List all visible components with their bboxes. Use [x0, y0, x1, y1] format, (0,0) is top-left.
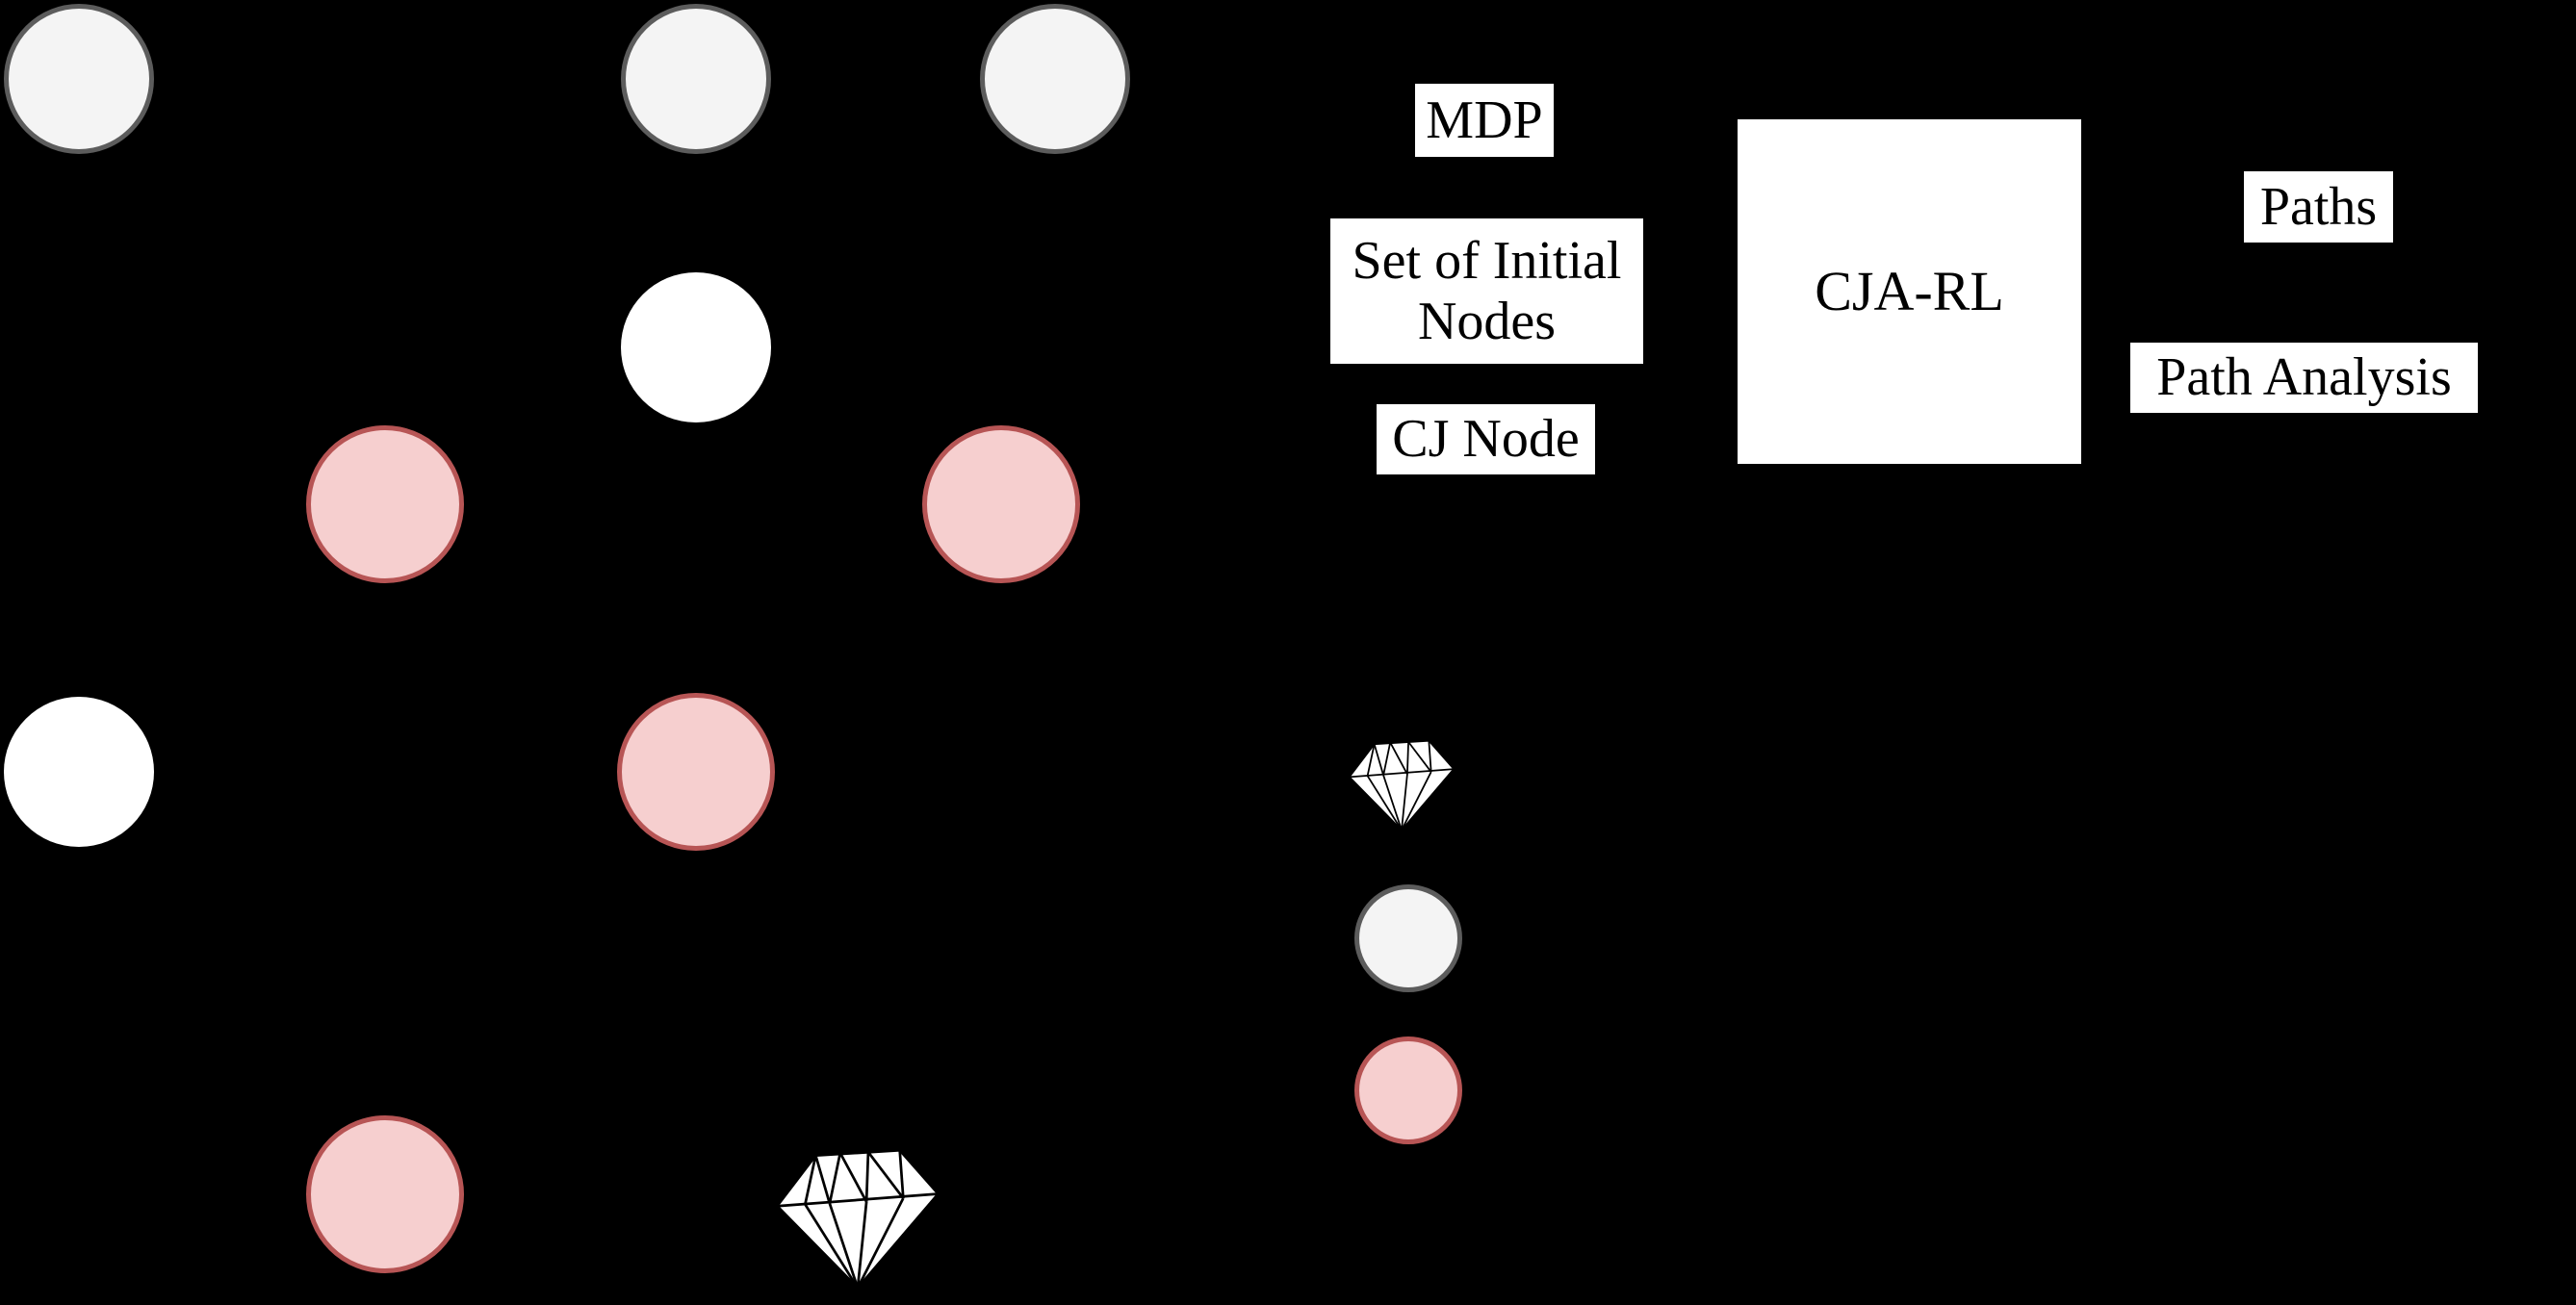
white-node-2[interactable] — [4, 697, 154, 847]
gray-node-1[interactable] — [4, 4, 154, 154]
mdp-label: MDP — [1415, 84, 1554, 157]
paths-label: Paths — [2244, 171, 2393, 243]
set-of-initial-nodes-label: Set of Initial Nodes — [1330, 218, 1643, 364]
diamond-icon[interactable] — [770, 1143, 945, 1292]
pink-node-3[interactable] — [617, 693, 775, 851]
gray-node-3[interactable] — [980, 4, 1130, 154]
path-analysis-label: Path Analysis — [2130, 343, 2478, 413]
pink-node-2[interactable] — [922, 425, 1080, 583]
pink-node-1[interactable] — [306, 425, 464, 583]
cj-node-label: CJ Node — [1377, 404, 1595, 474]
legend-gray-node[interactable] — [1354, 884, 1462, 992]
cja-rl-label: CJA-RL — [1815, 260, 2004, 323]
pink-node-4[interactable] — [306, 1115, 464, 1273]
cja-rl-box[interactable]: CJA-RL — [1738, 119, 2081, 464]
white-node-1[interactable] — [621, 272, 771, 422]
legend-pink-node[interactable] — [1354, 1036, 1462, 1144]
diamond-icon[interactable] — [1345, 736, 1458, 832]
gray-node-2[interactable] — [621, 4, 771, 154]
